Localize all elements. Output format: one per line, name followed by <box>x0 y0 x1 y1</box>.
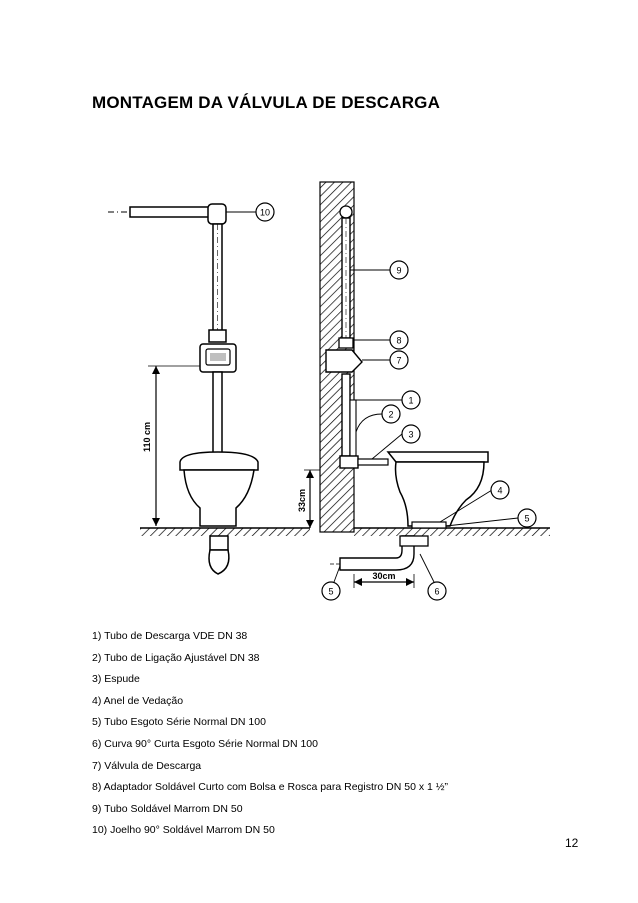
callout-6: 6 <box>434 587 439 597</box>
callout-7: 7 <box>396 356 401 366</box>
elbow-fitting <box>207 203 227 225</box>
legend-item: 9) Tubo Soldável Marrom DN 50 <box>92 802 243 815</box>
legend-item: 1) Tubo de Descarga VDE DN 38 <box>92 630 248 642</box>
callout-8: 8 <box>396 336 401 346</box>
legend-item: 10) Joelho 90° Soldável Marrom DN 50 <box>92 824 275 837</box>
legend-item: 2) Tubo de Ligação Ajustável DN 38 <box>92 651 260 664</box>
dimension-30cm: 30cm <box>372 571 395 581</box>
callout-1: 1 <box>408 396 413 406</box>
callout-5-bottom: 5 <box>328 587 333 597</box>
legend-item: 3) Espude <box>92 673 140 686</box>
front-view <box>108 203 310 575</box>
parts-legend: 1) Tubo de Descarga VDE DN 38 2) Tubo de… <box>92 626 448 842</box>
callout-9: 9 <box>396 266 401 276</box>
callout-3: 3 <box>408 430 413 440</box>
callout-5-right: 5 <box>524 514 529 524</box>
callout-4: 4 <box>497 486 502 496</box>
dimension-33cm: 33cm <box>297 489 307 512</box>
callout-10: 10 <box>260 208 270 218</box>
legend-item: 8) Adaptador Soldável Curto com Bolsa e … <box>92 781 449 794</box>
installation-diagram: 110 cm 10 <box>108 181 550 601</box>
dimension-110cm: 110 cm <box>142 422 152 452</box>
legend-item: 6) Curva 90° Curta Esgoto Série Normal D… <box>92 737 318 750</box>
legend-item: 7) Válvula de Descarga <box>92 759 202 772</box>
page-title: MONTAGEM DA VÁLVULA DE DESCARGA <box>92 93 441 112</box>
side-view <box>304 181 550 588</box>
callout-2: 2 <box>388 410 393 420</box>
page-number: 12 <box>565 836 579 850</box>
legend-item: 5) Tubo Esgoto Série Normal DN 100 <box>92 716 266 729</box>
legend-item: 4) Anel de Vedação <box>92 694 184 707</box>
